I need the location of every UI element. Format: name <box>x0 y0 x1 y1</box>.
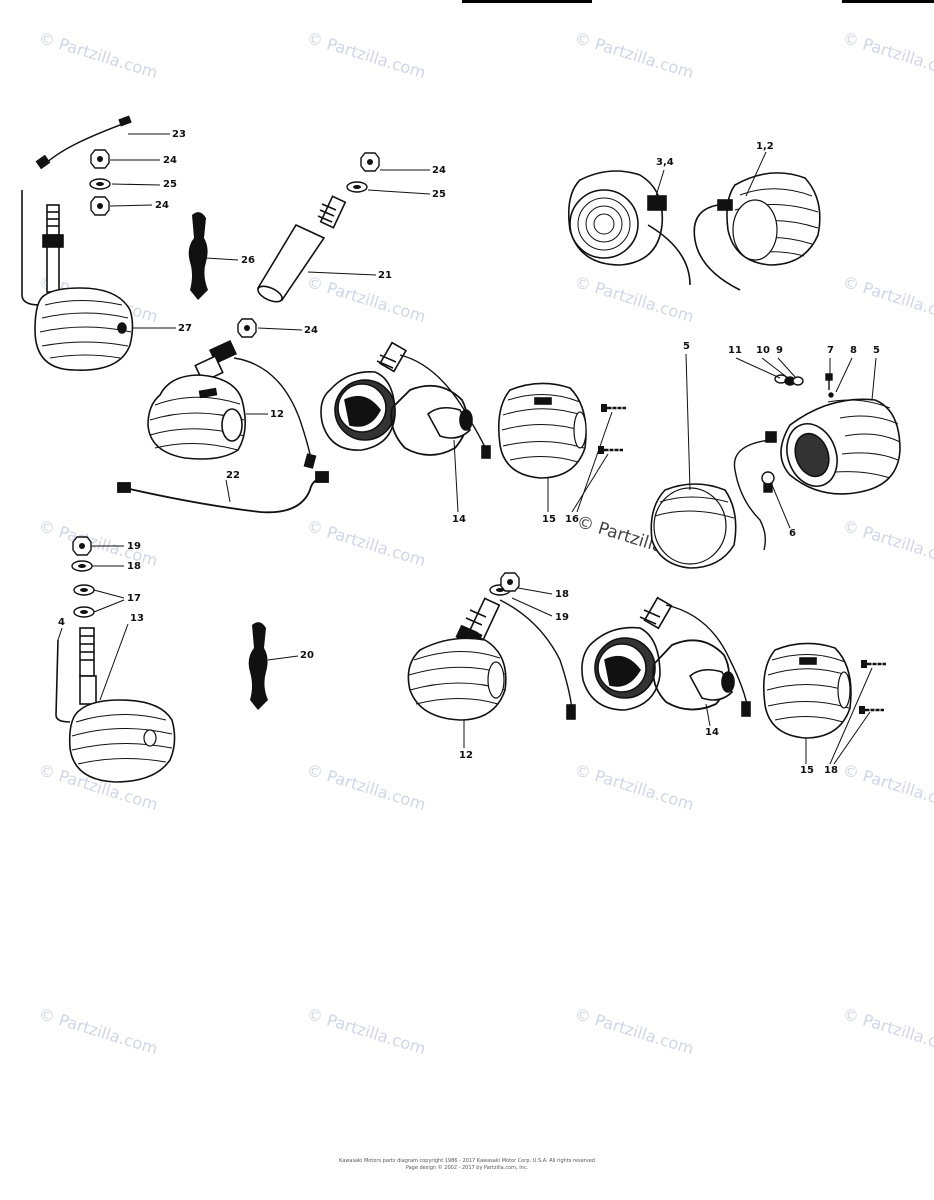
callout-10: 10 <box>756 345 770 356</box>
callout-20: 20 <box>300 650 314 661</box>
washer-25b <box>346 181 368 193</box>
nut-24d <box>237 318 257 338</box>
callout-21: 21 <box>378 270 392 281</box>
callout-8: 8 <box>850 345 857 356</box>
nut-19a <box>72 536 92 556</box>
callout-19: 19 <box>555 612 569 623</box>
callout-22: 22 <box>226 470 240 481</box>
callout-24: 24 <box>163 155 177 166</box>
callout-6: 6 <box>789 528 796 539</box>
nut-24b <box>90 196 110 216</box>
callout-24: 24 <box>304 325 318 336</box>
grommet-26 <box>188 212 208 300</box>
callout-17: 17 <box>127 593 141 604</box>
nut-24a <box>90 149 110 169</box>
callout-19: 19 <box>127 541 141 552</box>
copyright-line-1: Kawasaki Motors parts diagram copyright … <box>339 1158 595 1164</box>
lens-5a <box>650 483 737 569</box>
leader-lines <box>57 133 877 765</box>
callout-24: 24 <box>432 165 446 176</box>
lamp-body-12a <box>147 339 317 469</box>
lamp-27 <box>21 190 134 371</box>
callout-5: 5 <box>873 345 880 356</box>
callout-12: 12 <box>270 409 284 420</box>
housing-5b <box>733 398 901 551</box>
callout-15: 15 <box>542 514 556 525</box>
callout-4: 4 <box>58 617 65 628</box>
washer-17b <box>73 606 95 618</box>
screws-18c <box>857 658 888 716</box>
callout-13: 13 <box>130 613 144 624</box>
callout-1-2: 1,2 <box>756 141 774 152</box>
callout-9: 9 <box>776 345 783 356</box>
washer-18a <box>71 560 93 572</box>
top-edge-bar-right <box>842 0 934 3</box>
lens-15a <box>497 382 587 479</box>
callout-18: 18 <box>555 589 569 600</box>
nut-24c <box>360 152 380 172</box>
harness-22 <box>117 471 329 514</box>
callout-11: 11 <box>728 345 742 356</box>
nut-19b <box>500 572 520 592</box>
callout-18: 18 <box>824 765 838 776</box>
bulb-6 <box>761 471 775 493</box>
callout-14: 14 <box>452 514 466 525</box>
lamp-1-2 <box>693 172 821 291</box>
callout-24: 24 <box>155 200 169 211</box>
stay-21 <box>256 195 347 303</box>
lamp-housing-middle <box>320 341 491 459</box>
washer-17a <box>73 584 95 596</box>
callout-14: 14 <box>705 727 719 738</box>
callout-26: 26 <box>241 255 255 266</box>
callout-3-4: 3,4 <box>656 157 674 168</box>
copyright-footer: Kawasaki Motors parts diagram copyright … <box>0 1158 934 1172</box>
callout-18: 18 <box>127 561 141 572</box>
socket-14a <box>426 406 473 439</box>
callout-5: 5 <box>683 341 690 352</box>
grommet-20 <box>248 622 268 710</box>
lens-15b <box>762 642 852 739</box>
socket-14b <box>688 668 735 701</box>
lamp-body-12b <box>407 597 576 721</box>
copyright-line-2: Page design © 2002 - 2017 by Partzilla.c… <box>405 1165 529 1171</box>
callout-25: 25 <box>432 189 446 200</box>
callout-23: 23 <box>172 129 186 140</box>
gasket-14b <box>652 639 730 711</box>
callout-16: 16 <box>565 514 579 525</box>
callout-7: 7 <box>827 345 834 356</box>
gasket-14a <box>390 384 469 456</box>
small-parts-7-11 <box>774 373 834 398</box>
screws-16 <box>596 402 628 456</box>
wire-23 <box>35 115 132 170</box>
lamp-3-4 <box>567 170 691 286</box>
callout-25: 25 <box>163 179 177 190</box>
callout-15: 15 <box>800 765 814 776</box>
top-edge-bar-left <box>462 0 592 3</box>
washer-25a <box>89 178 111 190</box>
callout-12: 12 <box>459 750 473 761</box>
lamp-housing-lower <box>581 596 751 717</box>
lamp-13 <box>55 627 176 783</box>
callout-27: 27 <box>178 323 192 334</box>
